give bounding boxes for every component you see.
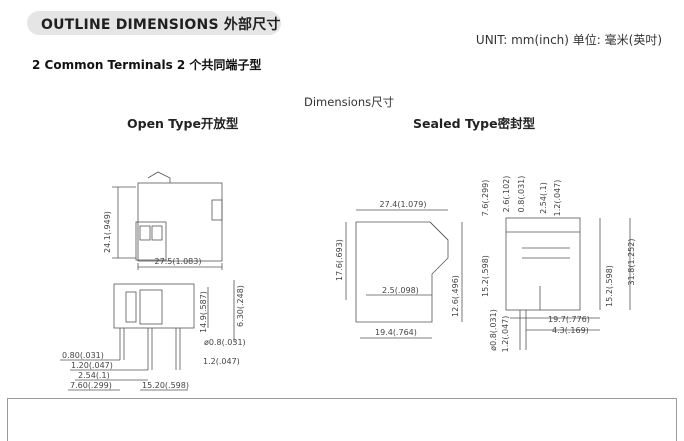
sealed-dim-h1: 17.6(.693): [335, 239, 344, 281]
open-dim-d6: 1.2(.047): [203, 357, 240, 366]
dimensions-label: Dimensions尺寸: [304, 95, 395, 109]
open-dim-d8: 7.60(.299): [70, 381, 112, 390]
open-dim-d9: 15.20(.598): [142, 381, 189, 390]
sealed-dim-b2: 4.3(.169): [552, 326, 589, 335]
sealed-dim-s3: 31.8(1.252): [627, 239, 636, 286]
sealed-type-front-view: [345, 209, 463, 339]
sealed-type-heading: Sealed Type密封型: [413, 116, 536, 131]
lower-panel-frame: [7, 398, 677, 441]
open-dim-d2: 6.30(.248): [236, 285, 245, 327]
open-dim-height: 24.1(.949): [103, 211, 112, 253]
open-type-heading: Open Type开放型: [127, 116, 239, 131]
sealed-dim-b3: ø0.8(.031): [489, 309, 498, 351]
open-dim-d3: ø0.8(.031): [204, 338, 246, 347]
sealed-dim-width: 27.4(1.079): [380, 200, 427, 209]
open-dim-width: 27.5(1.083): [155, 257, 202, 266]
open-dim-d7: 2.54(.1): [78, 371, 110, 380]
section-banner: OUTLINE DIMENSIONS 外部尺寸: [27, 11, 281, 35]
sealed-dim-h2: 12.6(.496): [451, 275, 460, 317]
subtitle: 2 Common Terminals 2 个共同端子型: [32, 58, 262, 72]
open-dim-d4: 0.80(.031): [62, 351, 104, 360]
open-type-top-view: [112, 171, 223, 270]
sealed-type-side-view: [505, 217, 631, 350]
open-type-side-view: [60, 280, 235, 391]
open-dim-d1: 14.9(.587): [199, 291, 208, 333]
section-title: OUTLINE DIMENSIONS 外部尺寸: [41, 17, 281, 33]
sealed-dim-b1: 19.7(.776): [548, 315, 590, 324]
sealed-dim-s2: 15.2(.598): [605, 265, 614, 307]
sealed-dim-d1: 2.5(.098): [382, 286, 419, 295]
sealed-dim-b4: 1.2(.047): [501, 316, 510, 353]
sealed-dim-t3: 0.8(.031): [517, 176, 526, 213]
sealed-dim-t1: 7.6(.299): [481, 180, 490, 217]
sealed-dim-t4: 2.54(.1): [539, 182, 548, 214]
sealed-dim-s1: 15.2(.598): [481, 255, 490, 297]
sealed-dim-t2: 2.6(.102): [502, 176, 511, 213]
sealed-dim-d2: 19.4(.764): [375, 328, 417, 337]
sealed-dim-t5: 1.2(.047): [553, 180, 562, 217]
unit-note: UNIT: mm(inch) 单位: 毫米(英吋): [475, 33, 662, 47]
open-dim-d5: 1.20(.047): [71, 361, 113, 370]
